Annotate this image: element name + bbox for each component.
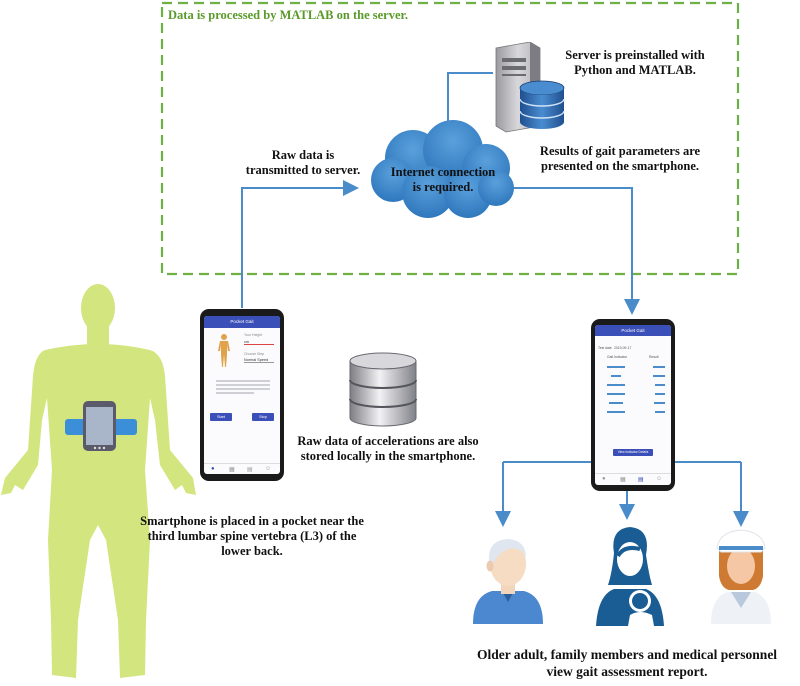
app-header: Pocket Gait (595, 325, 671, 336)
smartphone-right: Pocket Gait Test date 2019-09-17 Gait In… (591, 319, 675, 491)
speed-select-label: Choose Step (244, 352, 265, 356)
height-field-label: Your Height (244, 333, 263, 337)
nav-walk-icon[interactable]: ● (211, 466, 215, 472)
speed-select[interactable]: Normal Speed (244, 358, 274, 363)
boundary-label: Data is processed by MATLAB on the serve… (168, 8, 409, 22)
cloud-label: Internet connection is required. (390, 165, 496, 194)
nav-report-icon[interactable]: ▤ (638, 477, 644, 483)
table-row (603, 391, 667, 400)
stop-button[interactable]: Stop (252, 413, 274, 421)
bottom-nav: ● ▦ ▤ ☺ (595, 473, 671, 485)
body-outline-icon (218, 334, 230, 367)
gait-results-table (603, 364, 667, 418)
cloud-icon (371, 120, 514, 218)
nav-walk-icon[interactable]: ● (602, 476, 606, 482)
viewers-label: Older adult, family members and medical … (476, 647, 778, 679)
results-label: Results of gait parameters are presented… (539, 144, 701, 173)
result-column-header: Result (649, 355, 659, 359)
family-member-icon (596, 527, 664, 626)
nav-graph-icon[interactable]: ▦ (229, 467, 235, 473)
raw-data-label: Raw data is transmitted to server. (245, 148, 361, 177)
test-date-value: 2019-09-17 (614, 346, 632, 350)
nav-graph-icon[interactable]: ▦ (620, 477, 626, 483)
human-body-figure (1, 284, 196, 678)
start-button[interactable]: Start (210, 413, 232, 421)
height-field[interactable]: cm (244, 340, 274, 345)
bottom-nav: ● ▦ ▤ ☺ (204, 463, 280, 474)
placement-label: Smartphone is placed in a pocket near th… (140, 514, 364, 558)
app-header: Pocket Gait (204, 316, 280, 328)
server-icon (495, 42, 565, 133)
table-row (603, 364, 667, 373)
nav-user-icon[interactable]: ☺ (265, 466, 272, 472)
table-row (603, 373, 667, 382)
table-row (603, 409, 667, 418)
test-date-label: Test date (598, 346, 612, 350)
local-storage-label: Raw data of accelerations are also store… (297, 434, 479, 463)
view-details-button[interactable]: View Indicator Details (613, 449, 653, 456)
nav-report-icon[interactable]: ▤ (247, 467, 253, 473)
smartphone-left-screen: Pocket Gait Your Height cm Choose Step N… (204, 316, 280, 474)
indicator-column-header: Gait Indicator (607, 355, 628, 359)
older-adult-icon (473, 539, 543, 624)
medical-personnel-icon (711, 529, 771, 624)
instruction-text-block (216, 380, 270, 394)
table-row (603, 382, 667, 391)
nav-user-icon[interactable]: ☺ (656, 476, 663, 482)
smartphone-right-screen: Pocket Gait Test date 2019-09-17 Gait In… (595, 325, 671, 485)
server-label: Server is preinstalled with Python and M… (565, 48, 705, 77)
smartphone-left: Pocket Gait Your Height cm Choose Step N… (200, 309, 284, 481)
local-database-icon (349, 352, 417, 427)
table-row (603, 400, 667, 409)
